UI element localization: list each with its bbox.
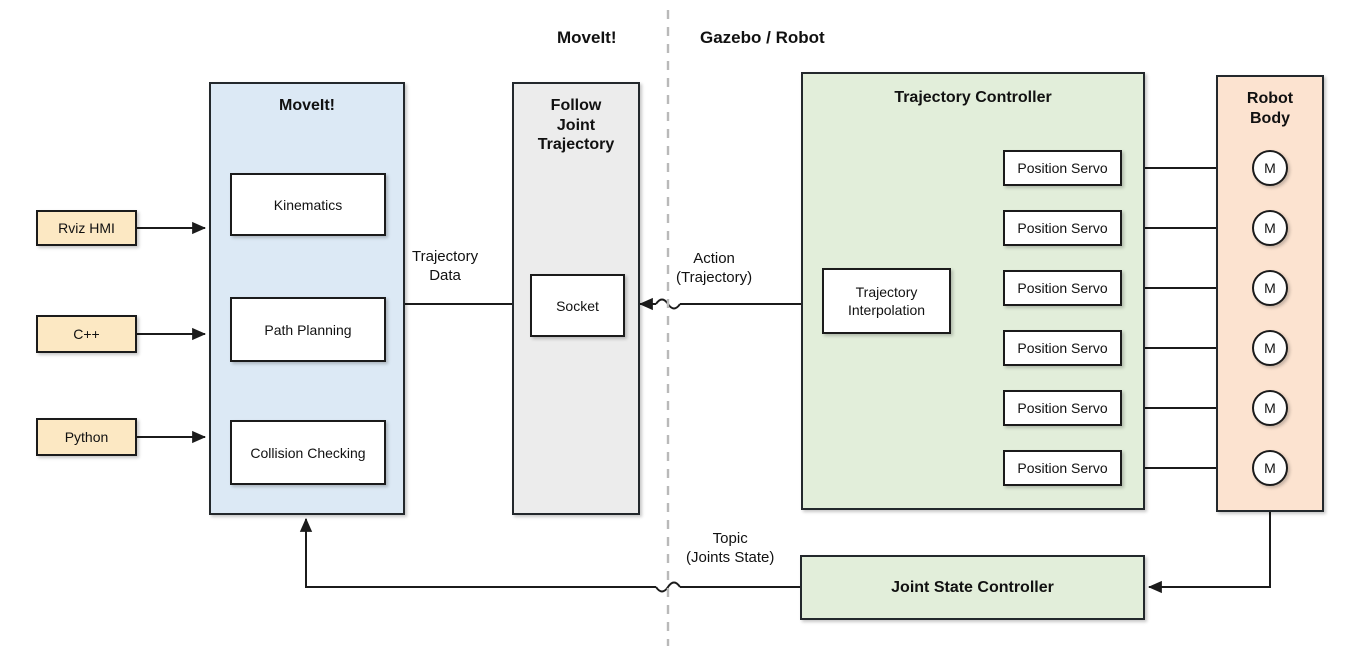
position-servo-3[interactable]: Position Servo	[1003, 270, 1122, 306]
input-node-python[interactable]: Python	[36, 418, 137, 456]
action-trajectory-label: Action (Trajectory)	[676, 250, 752, 288]
label-line-1: Topic	[712, 530, 748, 547]
position-servo-5[interactable]: Position Servo	[1003, 390, 1122, 426]
joint-state-controller-label: Joint State Controller	[891, 578, 1054, 596]
label-line-1: Action	[693, 250, 735, 267]
position-servo-2[interactable]: Position Servo	[1003, 210, 1122, 246]
module-label: Collision Checking	[250, 444, 366, 461]
label-line-2: Data	[429, 266, 461, 284]
motor-4[interactable]: M	[1252, 330, 1288, 366]
follow-joint-trajectory-title: Follow Joint Trajectory	[514, 96, 638, 155]
topic-joints-state-label: Topic (Joints State)	[686, 530, 774, 568]
servo-label: Position Servo	[1017, 340, 1108, 356]
label-line-2: (Trajectory)	[676, 268, 753, 286]
input-node-cpp[interactable]: C++	[36, 315, 137, 353]
title-line-2: Body	[1250, 109, 1290, 127]
trajectory-controller-title: Trajectory Controller	[894, 89, 1052, 106]
title-line-3: Trajectory	[537, 136, 615, 154]
moveit-module-path-planning[interactable]: Path Planning	[230, 297, 386, 362]
interpolation-label-line-2: Interpolation	[847, 302, 926, 318]
input-label: Rviz HMI	[58, 220, 115, 236]
servo-label: Position Servo	[1017, 160, 1108, 176]
motor-label: M	[1264, 280, 1276, 296]
title-line-1: Robot	[1246, 90, 1294, 107]
module-label: Kinematics	[273, 196, 343, 213]
position-servo-1[interactable]: Position Servo	[1003, 150, 1122, 186]
title-line-1: Follow	[550, 97, 602, 114]
interpolation-label-line-1: Trajectory	[855, 283, 918, 300]
servo-label: Position Servo	[1017, 400, 1108, 416]
zone-label-moveit: MoveIt!	[557, 28, 617, 47]
socket-node[interactable]: Socket	[530, 274, 625, 337]
position-servo-6[interactable]: Position Servo	[1003, 450, 1122, 486]
module-label: Path Planning	[264, 321, 352, 338]
servo-label: Position Servo	[1017, 460, 1108, 476]
zone-label-gazebo-robot: Gazebo / Robot	[700, 28, 825, 47]
trajectory-interpolation-node[interactable]: Trajectory Interpolation	[822, 268, 951, 334]
motor-5[interactable]: M	[1252, 390, 1288, 426]
motor-label: M	[1264, 460, 1276, 476]
motor-2[interactable]: M	[1252, 210, 1288, 246]
title-line-2: Joint	[556, 116, 596, 134]
label-line-2: (Joints State)	[686, 548, 775, 566]
robot-body-container[interactable]: Robot Body	[1216, 75, 1324, 512]
input-node-rviz-hmi[interactable]: Rviz HMI	[36, 210, 137, 246]
motor-label: M	[1264, 340, 1276, 356]
motor-1[interactable]: M	[1252, 150, 1288, 186]
trajectory-data-label: Trajectory Data	[412, 248, 478, 286]
servo-label: Position Servo	[1017, 220, 1108, 236]
servo-label: Position Servo	[1017, 280, 1108, 296]
input-label: C++	[73, 326, 100, 342]
motor-label: M	[1264, 400, 1276, 416]
socket-label: Socket	[556, 297, 599, 314]
joint-state-controller-node[interactable]: Joint State Controller	[800, 555, 1145, 620]
moveit-title: MoveIt!	[279, 97, 335, 114]
label-line-1: Trajectory	[412, 248, 479, 265]
input-label: Python	[64, 429, 109, 445]
position-servo-4[interactable]: Position Servo	[1003, 330, 1122, 366]
motor-3[interactable]: M	[1252, 270, 1288, 306]
motor-label: M	[1264, 160, 1276, 176]
motor-6[interactable]: M	[1252, 450, 1288, 486]
moveit-module-collision-checking[interactable]: Collision Checking	[230, 420, 386, 485]
moveit-module-kinematics[interactable]: Kinematics	[230, 173, 386, 236]
motor-label: M	[1264, 220, 1276, 236]
robot-body-title: Robot Body	[1218, 89, 1322, 128]
